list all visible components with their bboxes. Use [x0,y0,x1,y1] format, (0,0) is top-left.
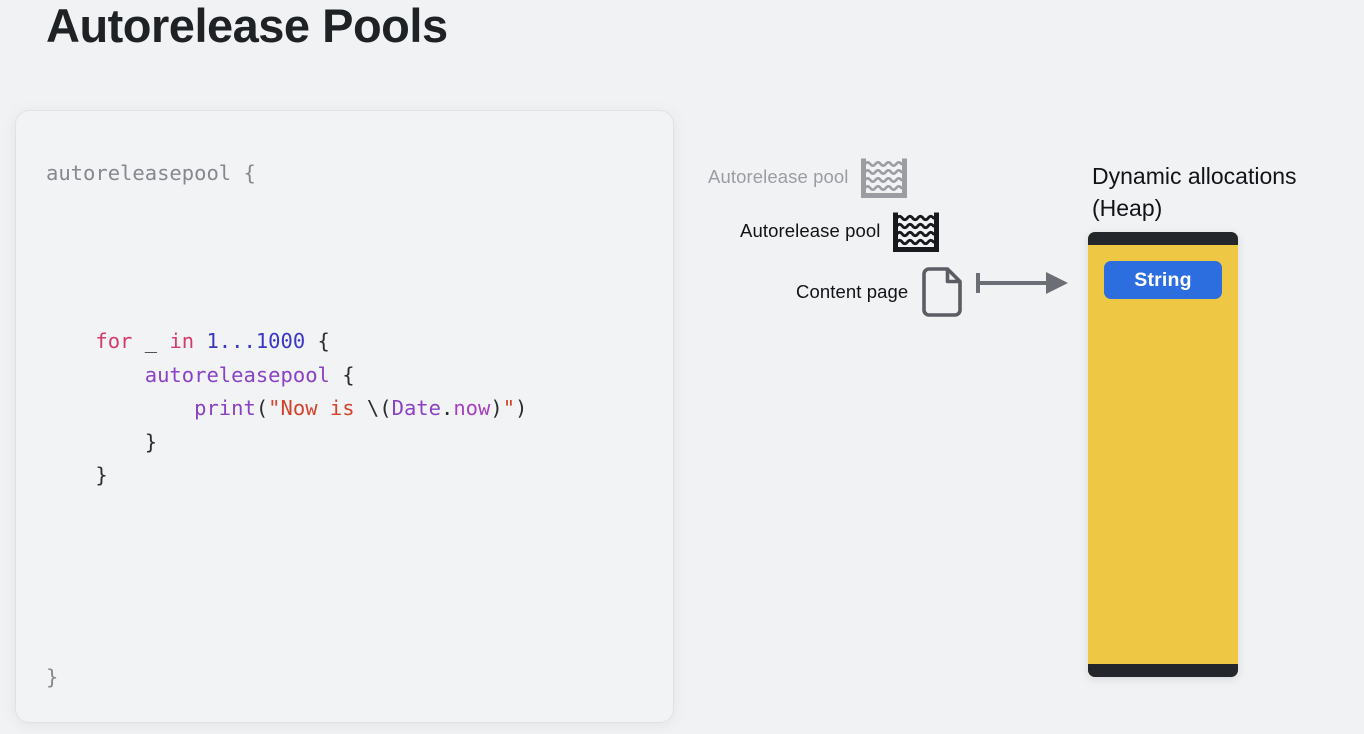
code-token: print [194,396,256,421]
code-line [46,191,527,225]
code-token: " [502,396,516,421]
arrow-right-icon [976,268,1072,303]
autorelease-pool-label-active: Autorelease pool [740,220,881,241]
code-line [46,560,527,594]
content-page-row: Content page [796,266,966,318]
autorelease-pool-label-faded: Autorelease pool [708,166,849,187]
autorelease-pool-icon [892,210,940,252]
code-listing: autoreleasepool { for _ in 1...1000 { au… [46,157,527,695]
code-token: { [305,328,330,353]
code-token: "Now is [268,396,367,421]
page-title: Autorelease Pools [46,0,448,52]
code-line: } [46,661,527,695]
heap-cap-top [1088,232,1238,245]
code-token: { [329,362,355,387]
code-token: _ [132,328,170,353]
code-line: for _ in 1...1000 { [46,325,527,359]
content-page-label: Content page [796,281,909,302]
code-line [46,224,527,258]
code-token: \( [366,396,392,421]
code-line [46,594,527,628]
code-line: autoreleasepool { [46,157,527,191]
code-line: autoreleasepool { [46,359,527,393]
code-token: } [95,463,108,488]
autorelease-pool-row-active: Autorelease pool [740,210,940,252]
code-line [46,291,527,325]
heap-title-line-2: (Heap) [1092,195,1163,221]
autorelease-pool-icon [860,156,908,198]
heap-diagram: Autorelease pool Autorelease pool [690,140,1350,700]
code-token: ) [490,396,503,421]
code-token: } [144,429,158,454]
autorelease-pool-row-faded: Autorelease pool [708,156,908,198]
code-token: autoreleasepool { [46,161,256,185]
heap-title: Dynamic allocations (Heap) [1092,160,1342,224]
code-token: in [169,328,195,353]
heap-allocation-string: String [1104,261,1222,299]
code-token: for [95,328,133,353]
code-token [194,329,206,353]
code-token: Date [391,396,441,421]
code-token: 1...1000 [206,328,306,353]
heap-container: String [1088,232,1238,677]
code-line: } [46,459,527,493]
heap-title-line-1: Dynamic allocations [1092,163,1297,189]
code-line [46,258,527,292]
code-line [46,627,527,661]
code-line [46,493,527,527]
code-token: } [46,664,59,689]
heap-cap-bottom [1088,664,1238,677]
code-panel: autoreleasepool { for _ in 1...1000 { au… [16,111,673,722]
code-token: autoreleasepool [144,362,330,387]
code-token: ( [255,396,269,421]
code-token: now [453,396,491,421]
document-page-icon [920,266,966,318]
code-line: } [46,426,527,460]
code-line: print("Now is \(Date.now)") [46,392,527,426]
code-line [46,527,527,561]
code-token: ) [515,396,528,421]
code-token: . [440,396,454,421]
